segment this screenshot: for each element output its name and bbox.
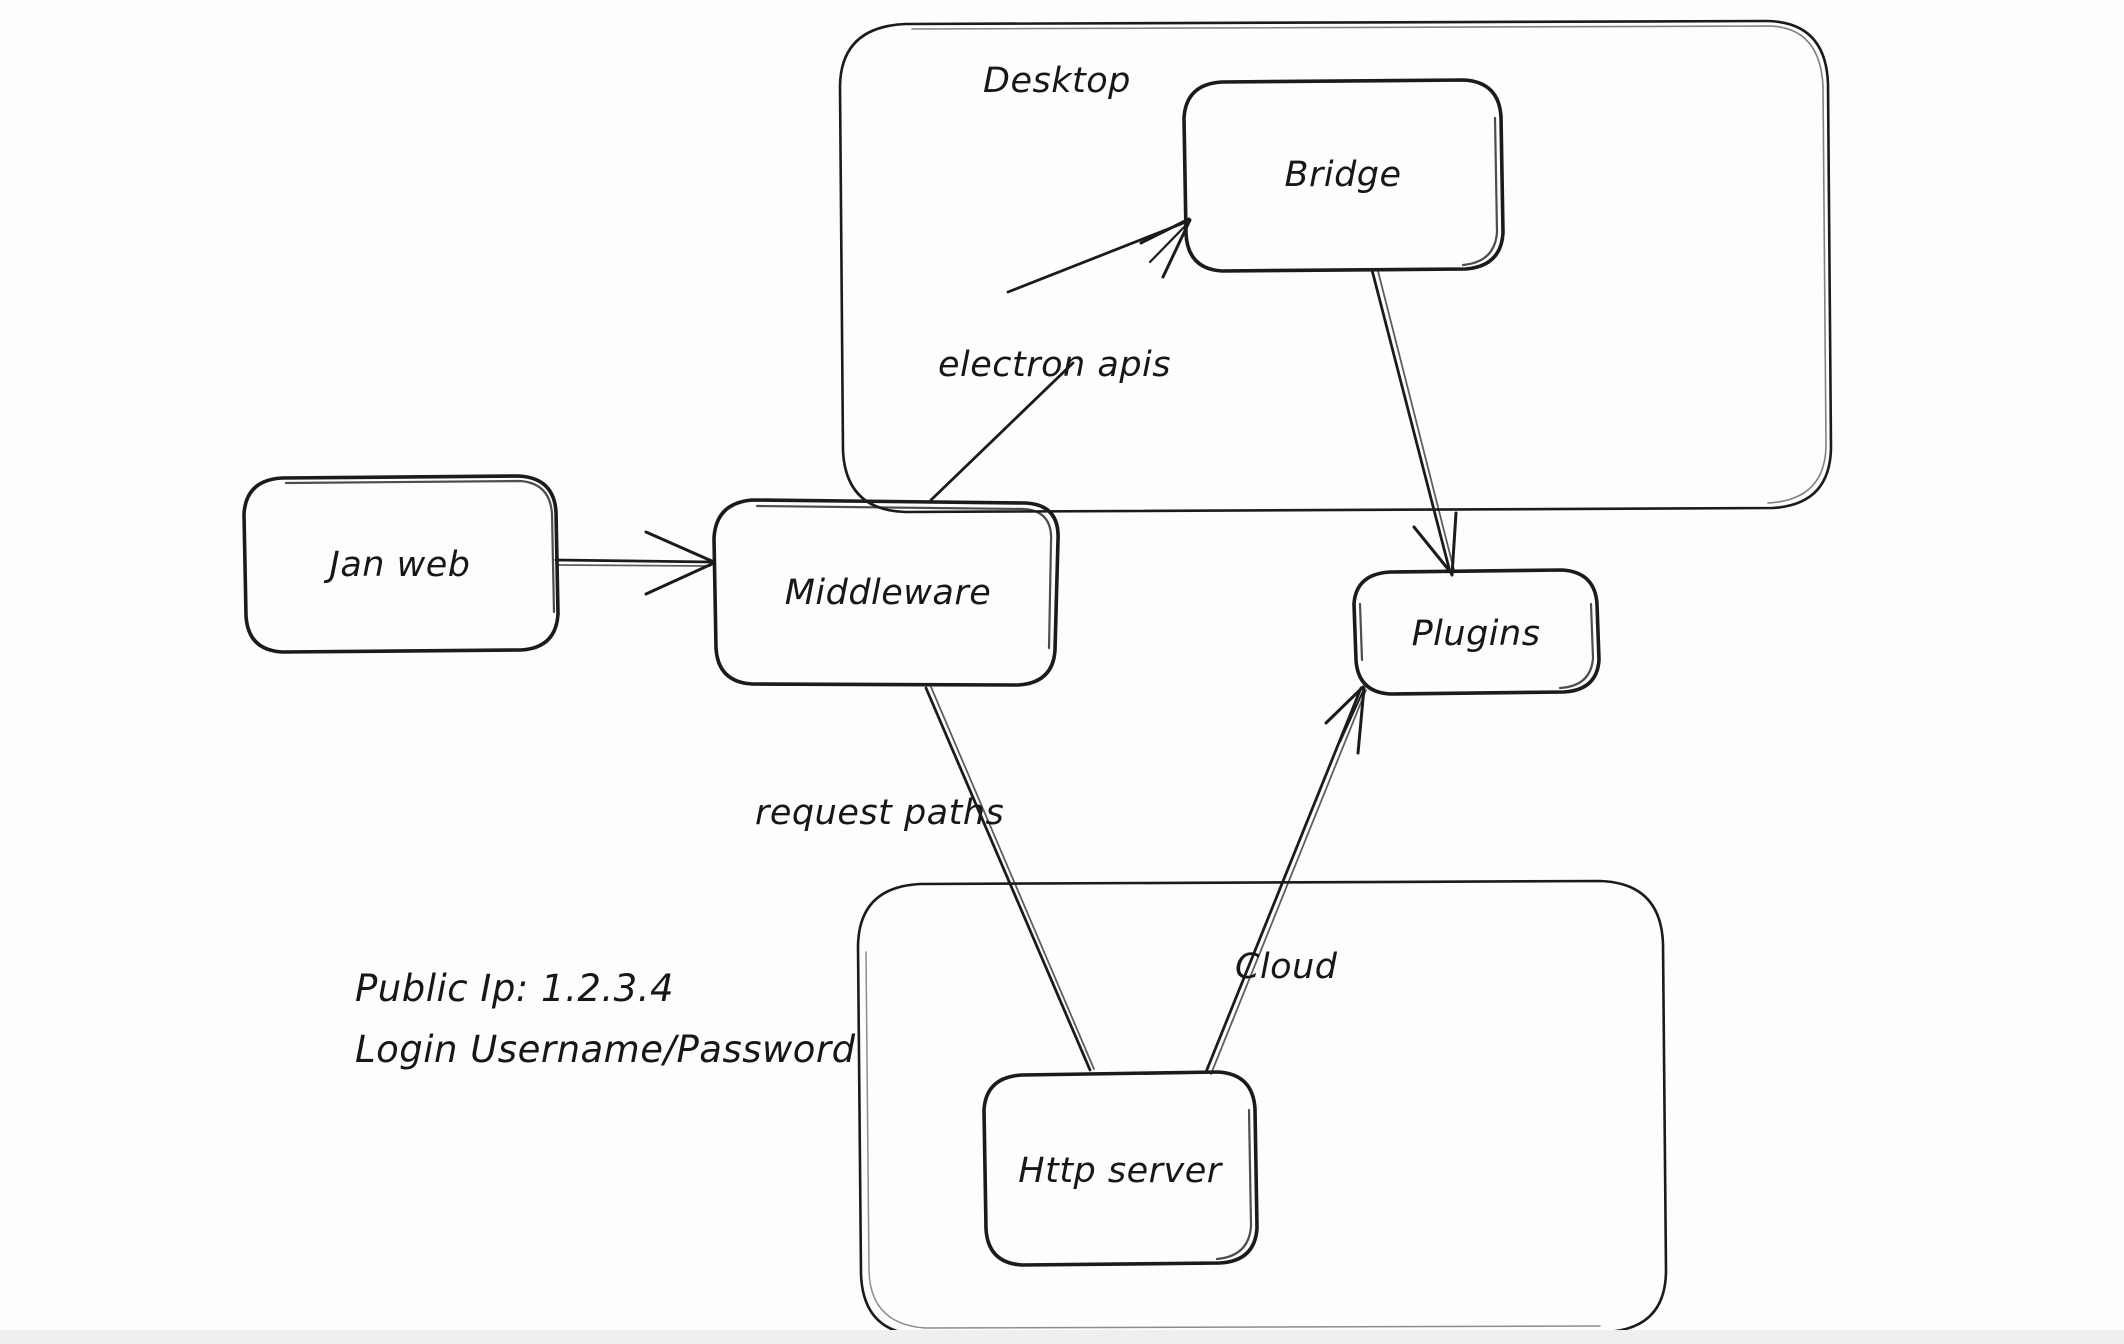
node-bridge-label: Bridge [1284,155,1401,195]
edge-janweb-to-middleware [554,530,716,596]
node-plugins[interactable]: Plugins [1352,568,1601,696]
group-desktop[interactable]: Desktop [838,19,1833,514]
edge-label-electron-apis: electron apis [938,345,1171,385]
note-login: Login Username/Password [355,1028,856,1071]
note-public-ip: Public Ip: 1.2.3.4 [355,967,674,1010]
note-credentials: Public Ip: 1.2.3.4 Login Username/Passwo… [355,967,856,1071]
node-jan-web-label: Jan web [324,545,471,585]
node-jan-web[interactable]: Jan web [242,474,560,654]
edge-label-request-paths: request paths [755,793,1004,833]
edge-http-server-to-plugins: Cloud [1204,685,1367,1075]
node-bridge[interactable]: Bridge [1182,78,1505,273]
edge-label-cloud: Cloud [1235,947,1338,987]
node-middleware-label: Middleware [785,573,992,613]
node-middleware[interactable]: Middleware [712,498,1060,687]
bottom-edge-strip [0,1330,2124,1344]
node-http-server-label: Http server [1018,1151,1224,1191]
edge-middleware-to-http-server: request paths [755,686,1095,1072]
group-desktop-label: Desktop [983,61,1131,101]
node-http-server[interactable]: Http server [982,1070,1259,1267]
node-plugins-label: Plugins [1412,614,1541,654]
edge-middleware-to-bridge: electron apis [929,217,1192,502]
edge-bridge-to-plugins [1370,268,1458,577]
